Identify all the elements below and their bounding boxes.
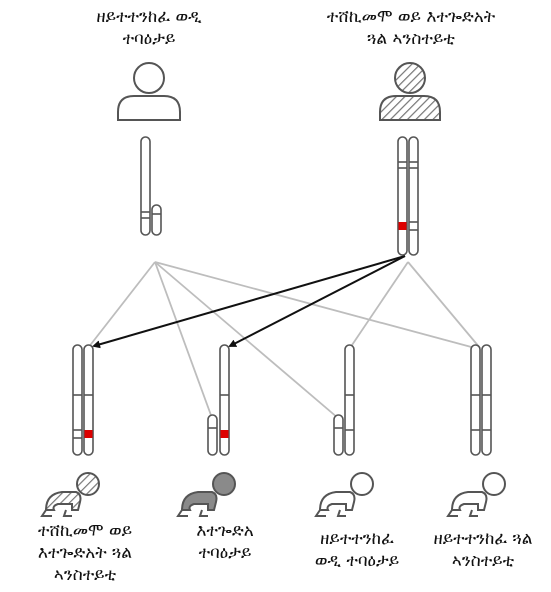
father-icon [117,62,181,121]
child4-label: ዘይተተንከፈ ጓል ኣንስተይቲ [418,528,548,572]
child2-x-chromosome [219,344,230,456]
mother-label: ተሸኪመሞ ወይ እተጐድአት ጓል ኣንስተይቲ [296,6,526,50]
child1-label: ተሸኪመሞ ወይ እተጐድአት ጓል ኣንስተይቲ [10,520,160,586]
child1-x-chromosome-1 [72,344,83,456]
child2-label-line-1: እተጐድአ [196,521,254,541]
child3-baby-icon [314,472,374,517]
child1-baby-head [76,472,100,496]
mother-label-line-1: ተሸኪመሞ ወይ እተጐድአት [326,7,496,27]
child4-baby-legs [446,509,478,517]
child1-baby-legs [40,509,72,517]
father-x-chromosome [140,136,151,236]
mother-head [394,62,426,94]
line-mother-child3 [349,261,409,349]
child3-chromosomes [333,344,355,456]
child4-x-chromosome-1 [470,344,481,456]
child2-label-line-2: ተባዕታይ [198,543,252,563]
father-body [117,95,181,121]
child1-chromosomes [72,344,94,456]
father-chromosomes [140,136,162,236]
mutated-x-arrows [92,255,406,349]
child4-x-chromosome-2 [481,344,492,456]
father-label-line-1: ዘይተተንከፈ ወዲ [96,7,202,27]
mother-chromosomes [397,136,419,256]
child2-chromosomes [207,344,230,456]
child1-label-line-1: ተሸኪመሞ ወይ [37,521,133,541]
child1-x-chromosome-2 [83,344,94,456]
line-father-child4 [154,261,476,349]
child1-label-line-2: እተጐድአት ጓል [37,543,133,563]
child2-baby-legs [176,509,208,517]
child3-y-chromosome [333,414,344,456]
child3-label: ዘይተተንከፈ ወዲ ተባዕታይ [292,528,422,572]
line-mother-child4 [407,261,481,349]
child3-baby-head [350,472,374,496]
child4-chromosomes [470,344,492,456]
arrow-mother-child2 [228,255,406,347]
child4-baby-icon [446,472,506,517]
father-label: ዘይተተንከፈ ወዲ ተባዕታይ [59,6,239,50]
child2-label: እተጐድአ ተባዕታይ [165,520,285,564]
child1-baby-icon [40,472,100,517]
father-label-line-2: ተባዕታይ [122,29,176,49]
mother-label-line-2: ጓል ኣንስተይቲ [367,29,455,49]
child2-baby-icon [176,472,236,517]
child2-y-chromosome [207,414,218,456]
child1-label-line-3: ኣንስተይቲ [53,565,117,585]
child4-label-line-1: ዘይተተንከፈ ጓል [433,529,533,549]
child2-baby-head [212,472,236,496]
inheritance-lines [87,261,481,419]
child4-baby-head [482,472,506,496]
father-head [133,62,165,94]
child1-mutation-marker [84,430,93,438]
arrow-mother-child1 [92,255,406,349]
mother-mutation-marker [398,222,407,230]
child4-baby-body [450,491,488,511]
mother-x-chromosome-2 [408,136,419,256]
child3-label-line-2: ወዲ ተባዕታይ [314,551,400,571]
mother-body [379,95,441,121]
child2-baby-body [180,491,218,511]
line-father-child1 [87,261,156,349]
child3-label-line-1: ዘይተተንከፈ [320,529,394,549]
child1-baby-body [44,491,82,511]
child3-baby-body [318,491,356,511]
child2-mutation-marker [220,430,229,438]
mother-icon [379,62,441,121]
child3-baby-legs [314,509,346,517]
father-y-chromosome [151,204,162,236]
child3-x-chromosome [344,344,355,456]
mother-x-chromosome-1 [397,136,408,256]
line-father-child3 [154,261,339,419]
child4-label-line-2: ኣንስተይቲ [451,551,515,571]
line-father-child2 [154,261,213,419]
